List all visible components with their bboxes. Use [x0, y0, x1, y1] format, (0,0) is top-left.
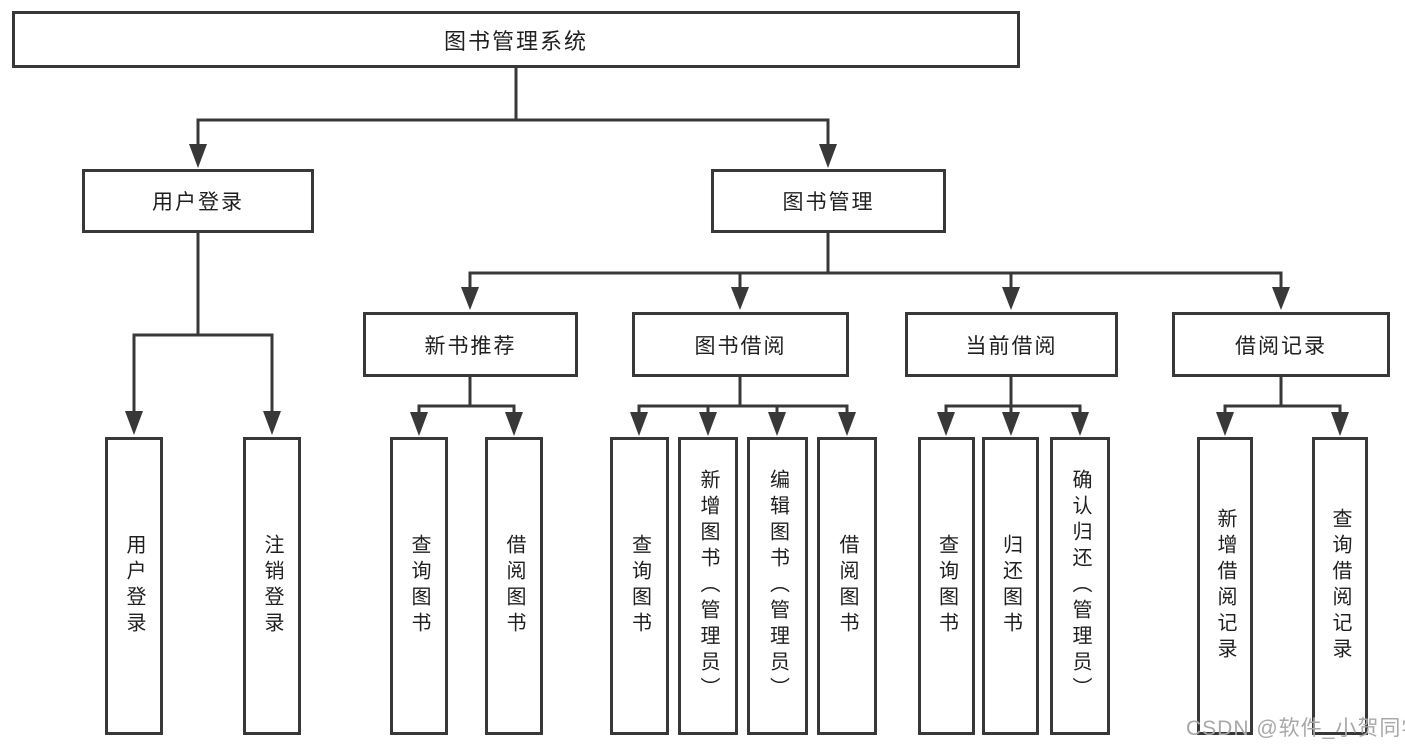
node-func-add-books-admin: 新增图书（管理员） [678, 437, 738, 735]
arrowhead-icon [1002, 412, 1020, 436]
node-module-borrow-records: 借阅记录 [1172, 312, 1390, 377]
edges-book-borrow [630, 375, 856, 436]
node-func-borrow-books: 借阅图书 [817, 437, 877, 735]
edges-book-management-branch [461, 231, 1290, 310]
connector-segment [468, 231, 1283, 292]
arrowhead-icon [1002, 287, 1020, 310]
arrowhead-icon [263, 411, 281, 435]
arrowhead-icon [1272, 287, 1290, 310]
edges-current-borrow [937, 375, 1089, 436]
node-func-logout: 注销登录 [243, 437, 301, 735]
node-func-confirm-return-admin: 确认归还（管理员） [1050, 437, 1110, 735]
node-func-edit-books-admin: 编辑图书（管理员） [747, 437, 808, 735]
arrowhead-icon [410, 412, 428, 436]
edges-root-to-branches [189, 66, 837, 168]
connector-segment [132, 231, 274, 416]
connector-segment [637, 375, 849, 416]
node-branch-user-login: 用户登录 [82, 169, 314, 233]
arrowhead-icon [819, 144, 837, 168]
arrowhead-icon [1216, 412, 1234, 436]
connector-segment [196, 66, 830, 150]
arrowhead-icon [937, 412, 955, 436]
connector-segment [1223, 375, 1342, 416]
arrowhead-icon [731, 287, 749, 310]
node-func-add-borrow-record: 新增借阅记录 [1197, 437, 1253, 735]
arrowhead-icon [630, 412, 648, 436]
arrowhead-icon [189, 144, 207, 168]
arrowhead-icon [505, 412, 523, 436]
arrowhead-icon [838, 412, 856, 436]
arrowhead-icon [1331, 412, 1349, 436]
connector-segment [417, 375, 516, 416]
connector-segment [944, 375, 1082, 416]
node-func-query-borrow-record: 查询借阅记录 [1312, 437, 1368, 735]
arrowhead-icon [699, 412, 717, 436]
node-func-user-login: 用户登录 [105, 437, 163, 735]
arrowhead-icon [768, 412, 786, 436]
node-func-query-books-current: 查询图书 [918, 437, 975, 735]
arrowhead-icon [461, 287, 479, 310]
node-func-query-books-borrow: 查询图书 [610, 437, 669, 735]
node-module-new-book-recommend: 新书推荐 [363, 312, 578, 377]
node-module-current-borrow: 当前借阅 [905, 312, 1118, 377]
csdn-watermark: CSDN @软件_小贺同学 [1186, 717, 1405, 740]
edges-user-login-branch [125, 231, 281, 435]
node-func-query-books-recommend: 查询图书 [390, 437, 448, 735]
node-module-book-borrow: 图书借阅 [632, 312, 849, 377]
node-branch-book-management: 图书管理 [711, 169, 946, 233]
arrowhead-icon [1071, 412, 1089, 436]
node-system-root: 图书管理系统 [12, 11, 1020, 68]
arrowhead-icon [125, 411, 143, 435]
edges-borrow-records [1216, 375, 1349, 436]
edges-new-book-recommend [410, 375, 523, 436]
node-func-borrow-books-recommend: 借阅图书 [485, 437, 543, 735]
node-func-return-books: 归还图书 [982, 437, 1039, 735]
